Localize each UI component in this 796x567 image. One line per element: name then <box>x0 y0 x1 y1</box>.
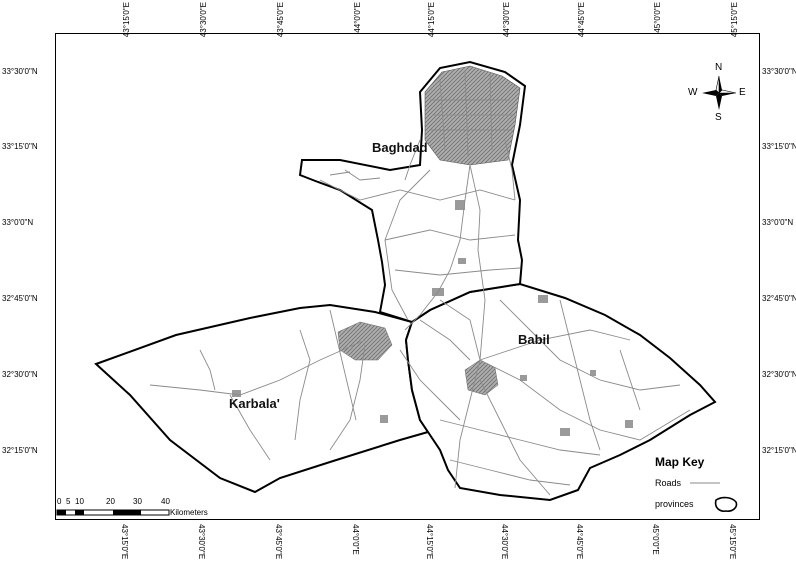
scale-bar <box>56 509 170 516</box>
scale-num-40: 40 <box>161 497 170 506</box>
label-karbala: Karbala' <box>229 396 280 411</box>
lon-tick-bottom-8: 45°0'0"E <box>651 524 660 555</box>
lat-tick-right-4: 32°45'0"N <box>762 294 796 303</box>
label-baghdad: Baghdad <box>372 140 428 155</box>
compass-n: N <box>715 62 723 73</box>
lon-tick-bottom-6: 44°30'0"E <box>500 524 509 560</box>
road-network <box>149 69 691 496</box>
compass-s: S <box>715 112 722 123</box>
lat-tick-right-1: 33°30'0"N <box>762 67 796 76</box>
scale-num-0: 0 <box>57 497 62 506</box>
lat-tick-right-6: 32°15'0"N <box>762 446 796 455</box>
urban-karbala <box>337 321 393 361</box>
key-provinces-symbol <box>714 496 738 512</box>
lat-tick-left-5: 32°30'0"N <box>2 370 38 379</box>
lon-tick-bottom-1: 43°15'0"E <box>120 524 129 560</box>
map-key-title: Map Key <box>655 455 705 469</box>
lat-tick-left-4: 32°45'0"N <box>2 294 38 303</box>
scale-num-30: 30 <box>133 497 142 506</box>
lon-tick-bottom-9: 45°15'0"E <box>728 524 737 560</box>
urban-baghdad <box>424 65 521 166</box>
scale-num-5: 5 <box>66 497 71 506</box>
key-provinces-label: provinces <box>655 499 694 509</box>
lat-tick-left-6: 32°15'0"N <box>2 446 38 455</box>
lat-tick-right-2: 33°15'0"N <box>762 142 796 151</box>
lon-tick-bottom-2: 43°30'0"E <box>197 524 206 560</box>
lat-tick-left-2: 33°15'0"N <box>2 142 38 151</box>
compass-e: E <box>739 87 746 98</box>
label-babil: Babil <box>518 332 550 347</box>
lat-tick-right-3: 33°0'0"N <box>762 218 794 227</box>
map-frame <box>55 33 760 520</box>
compass-w: W <box>688 87 698 98</box>
lat-tick-right-5: 32°30'0"N <box>762 370 796 379</box>
lon-tick-bottom-7: 44°45'0"E <box>575 524 584 560</box>
lon-tick-bottom-3: 43°45'0"E <box>274 524 283 560</box>
scale-num-20: 20 <box>106 497 115 506</box>
lon-tick-bottom-5: 44°15'0"E <box>425 524 434 560</box>
lat-tick-left-1: 33°30'0"N <box>2 67 38 76</box>
key-roads-label: Roads <box>655 478 682 488</box>
lon-tick-bottom-4: 44°0'0"E <box>351 524 360 555</box>
scale-num-10: 10 <box>75 497 84 506</box>
province-babil <box>404 282 717 502</box>
lat-tick-left-3: 33°0'0"N <box>2 218 34 227</box>
scale-unit: Kilometers <box>170 508 208 517</box>
compass-rose-icon <box>702 75 737 110</box>
